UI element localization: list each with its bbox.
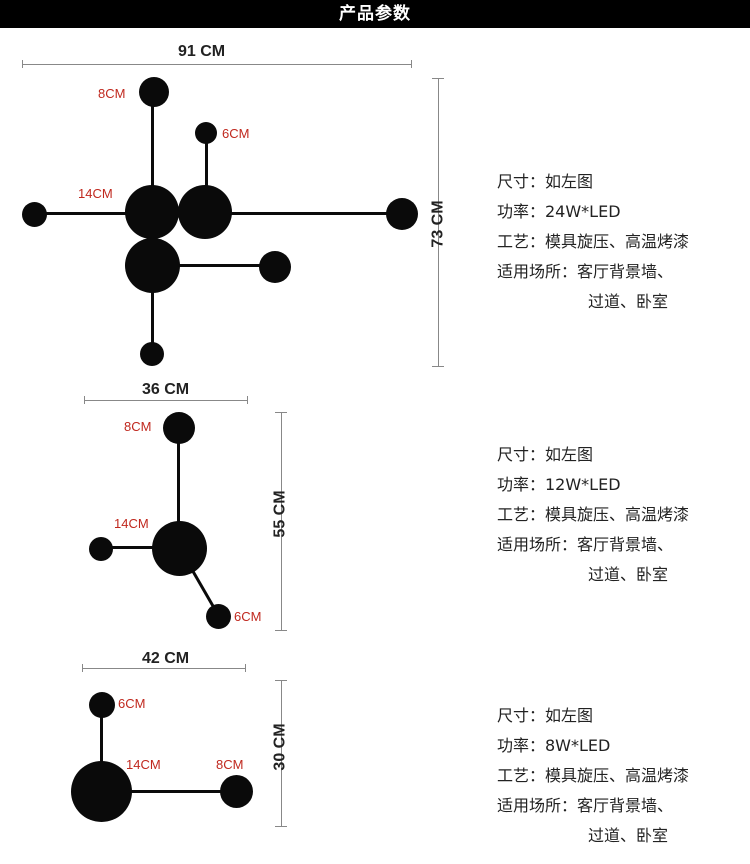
lamp-globe — [89, 692, 115, 718]
dimension-tick — [275, 826, 287, 827]
width-label: 91 CM — [178, 43, 226, 60]
lamp-globe — [386, 198, 418, 230]
dimension-tick — [275, 412, 287, 413]
spec-power: 功率：8W*LED — [497, 736, 611, 755]
width-dimension-line — [22, 64, 412, 65]
height-label: 30 CM — [271, 723, 289, 771]
lamp-globe — [22, 202, 47, 227]
width-label: 36 CM — [142, 381, 190, 398]
dimension-tick — [275, 630, 287, 631]
height-label: 55 CM — [271, 490, 289, 538]
header-bar: 产品参数 — [0, 0, 750, 28]
dimension-tick — [245, 664, 246, 672]
height-label: 73 CM — [429, 200, 447, 248]
lamp-globe — [152, 521, 207, 576]
lamp-globe — [178, 185, 232, 239]
dimension-tick — [432, 78, 444, 79]
height-dimension-line — [438, 78, 439, 366]
dimension-tick — [247, 396, 248, 404]
globe-size-tag: 6CM — [118, 696, 146, 711]
lamp-rod — [100, 706, 103, 792]
lamp-globe — [259, 251, 291, 283]
height-dimension-line — [281, 680, 282, 826]
lamp-rod — [205, 133, 208, 213]
spec-size: 尺寸：如左图 — [497, 445, 594, 464]
width-label: 42 CM — [142, 650, 190, 667]
spec-craft: 工艺：模具旋压、高温烤漆 — [497, 505, 690, 524]
globe-size-tag: 8CM — [216, 757, 244, 772]
lamp-globe — [163, 412, 195, 444]
spec-power: 功率：12W*LED — [497, 475, 621, 494]
spec-craft: 工艺：模具旋压、高温烤漆 — [497, 232, 690, 251]
spec-places-cont: 过道、卧室 — [588, 292, 669, 311]
globe-size-tag: 14CM — [114, 516, 149, 531]
lamp-globe — [139, 77, 169, 107]
spec-places: 适用场所：客厅背景墙、 — [497, 535, 674, 554]
height-dimension-line — [281, 412, 282, 630]
lamp-rod — [177, 428, 180, 550]
lamp-globe — [195, 122, 217, 144]
dimension-tick — [275, 680, 287, 681]
globe-size-tag: 8CM — [124, 419, 152, 434]
lamp-globe — [220, 775, 253, 808]
globe-size-tag: 6CM — [234, 609, 262, 624]
globe-size-tag: 6CM — [222, 126, 250, 141]
spec-places: 适用场所：客厅背景墙、 — [497, 796, 674, 815]
lamp-globe — [89, 537, 113, 561]
page-title: 产品参数 — [339, 4, 411, 24]
spec-size: 尺寸：如左图 — [497, 172, 594, 191]
spec-power: 功率：24W*LED — [497, 202, 621, 221]
lamp-globe — [140, 342, 164, 366]
dimension-tick — [82, 664, 83, 672]
lamp-globe — [125, 238, 180, 293]
globe-size-tag: 14CM — [78, 186, 113, 201]
width-dimension-line — [84, 400, 248, 401]
spec-places-cont: 过道、卧室 — [588, 565, 669, 584]
globe-size-tag: 14CM — [126, 757, 161, 772]
lamp-globe — [125, 185, 179, 239]
width-dimension-line — [82, 668, 246, 669]
spec-size: 尺寸：如左图 — [497, 706, 594, 725]
dimension-tick — [22, 60, 23, 68]
lamp-globe — [206, 604, 231, 629]
lamp-rod — [102, 790, 236, 793]
lamp-globe — [71, 761, 132, 822]
lamp-rod — [152, 264, 276, 267]
spec-places-cont: 过道、卧室 — [588, 826, 669, 845]
dimension-tick — [411, 60, 412, 68]
globe-size-tag: 8CM — [98, 86, 126, 101]
dimension-tick — [432, 366, 444, 367]
lamp-rod — [100, 546, 180, 549]
spec-craft: 工艺：模具旋压、高温烤漆 — [497, 766, 690, 785]
spec-places: 适用场所：客厅背景墙、 — [497, 262, 674, 281]
dimension-tick — [84, 396, 85, 404]
